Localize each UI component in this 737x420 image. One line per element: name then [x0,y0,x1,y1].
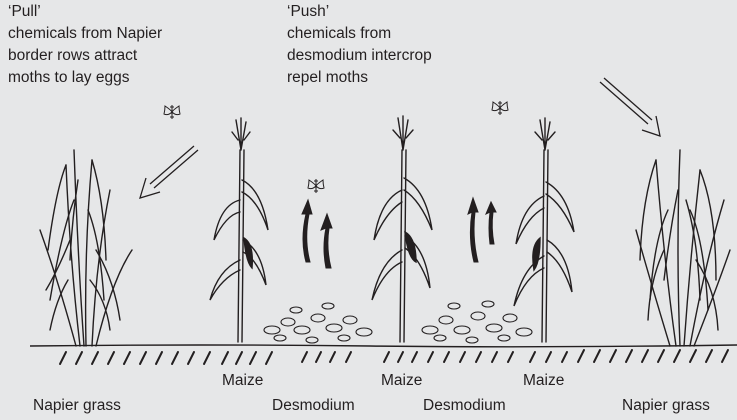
napier-grass-right [636,150,730,346]
maize-plant-2 [372,116,432,342]
maize-plant-1 [210,118,268,342]
ground-line [30,345,737,347]
push-note-line: repel moths [287,67,432,89]
push-note: ‘Push’ chemicals from desmodium intercro… [287,1,432,89]
label-desmodium-2: Desmodium [423,397,506,415]
pull-note-line: moths to lay eggs [8,67,162,89]
label-maize-3: Maize [523,372,564,390]
label-desmodium-1: Desmodium [272,397,355,415]
pull-arrow-left [140,146,198,198]
moth-icon [492,101,508,115]
napier-grass-left [40,150,132,346]
push-note-line: desmodium intercrop [287,45,432,67]
moth-icon [308,179,324,193]
moth-icon [164,105,180,119]
push-note-line: ‘Push’ [287,1,432,23]
label-napier-grass-left: Napier grass [33,397,121,415]
soil-hatching [60,350,728,364]
pull-note-line: chemicals from Napier [8,23,162,45]
desmodium-clump-1 [264,303,372,343]
desmodium-clump-2 [422,301,532,343]
push-note-line: chemicals from [287,23,432,45]
pull-note-line: ‘Pull’ [8,1,162,23]
pull-note: ‘Pull’ chemicals from Napier border rows… [8,1,162,89]
maize-plant-3 [514,118,574,342]
label-maize-1: Maize [222,372,263,390]
pull-note-line: border rows attract [8,45,162,67]
pull-arrow-right [600,78,660,136]
label-maize-2: Maize [381,372,422,390]
push-arrows [302,198,496,268]
label-napier-grass-right: Napier grass [622,397,710,415]
